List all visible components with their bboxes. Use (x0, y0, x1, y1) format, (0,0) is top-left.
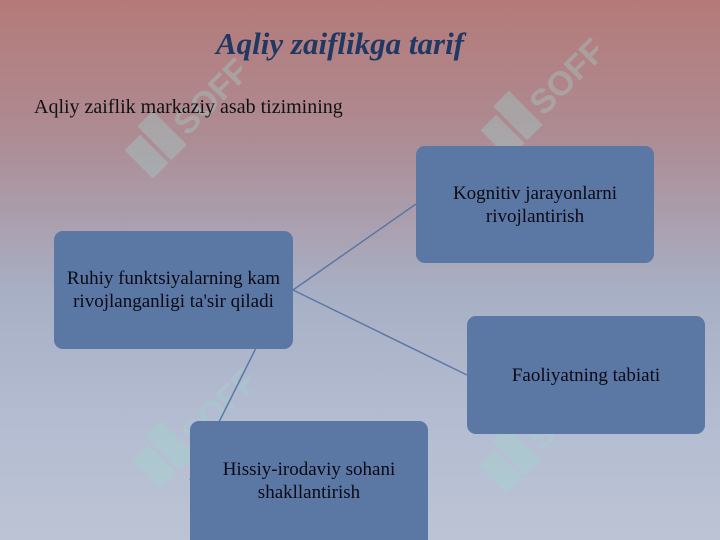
watermark-logo: SOFF (480, 32, 598, 159)
center-node-label: Ruhiy funktsiyalarning kam rivojlanganli… (66, 268, 281, 312)
node-activity-label: Faoliyatning tabiati (511, 364, 661, 386)
slide-subtitle: Aqliy zaiflik markaziy asab tizimining (34, 96, 343, 118)
node-emotional: Hissiy-irodaviy sohani shakllantirish (190, 421, 428, 540)
node-activity: Faoliyatning tabiati (467, 316, 705, 434)
connector-top (292, 203, 417, 291)
connector-right (292, 289, 468, 376)
center-node: Ruhiy funktsiyalarning kam rivojlanganli… (54, 231, 293, 349)
watermark-logo: SOFF (124, 52, 242, 179)
node-cognitive: Kognitiv jarayonlarni rivojlantirish (416, 146, 654, 263)
node-emotional-label: Hissiy-irodaviy sohani shakllantirish (222, 458, 396, 503)
node-cognitive-label: Kognitiv jarayonlarni rivojlantirish (452, 182, 618, 227)
slide-title: Aqliy zaiflikga tarif (216, 26, 464, 61)
